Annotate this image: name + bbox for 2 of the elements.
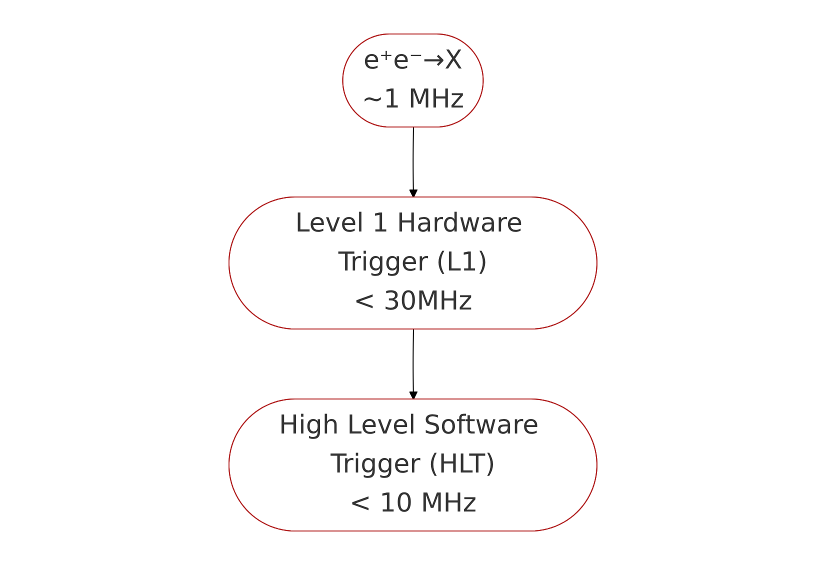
arrow (408, 329, 418, 400)
arrow (408, 127, 418, 198)
